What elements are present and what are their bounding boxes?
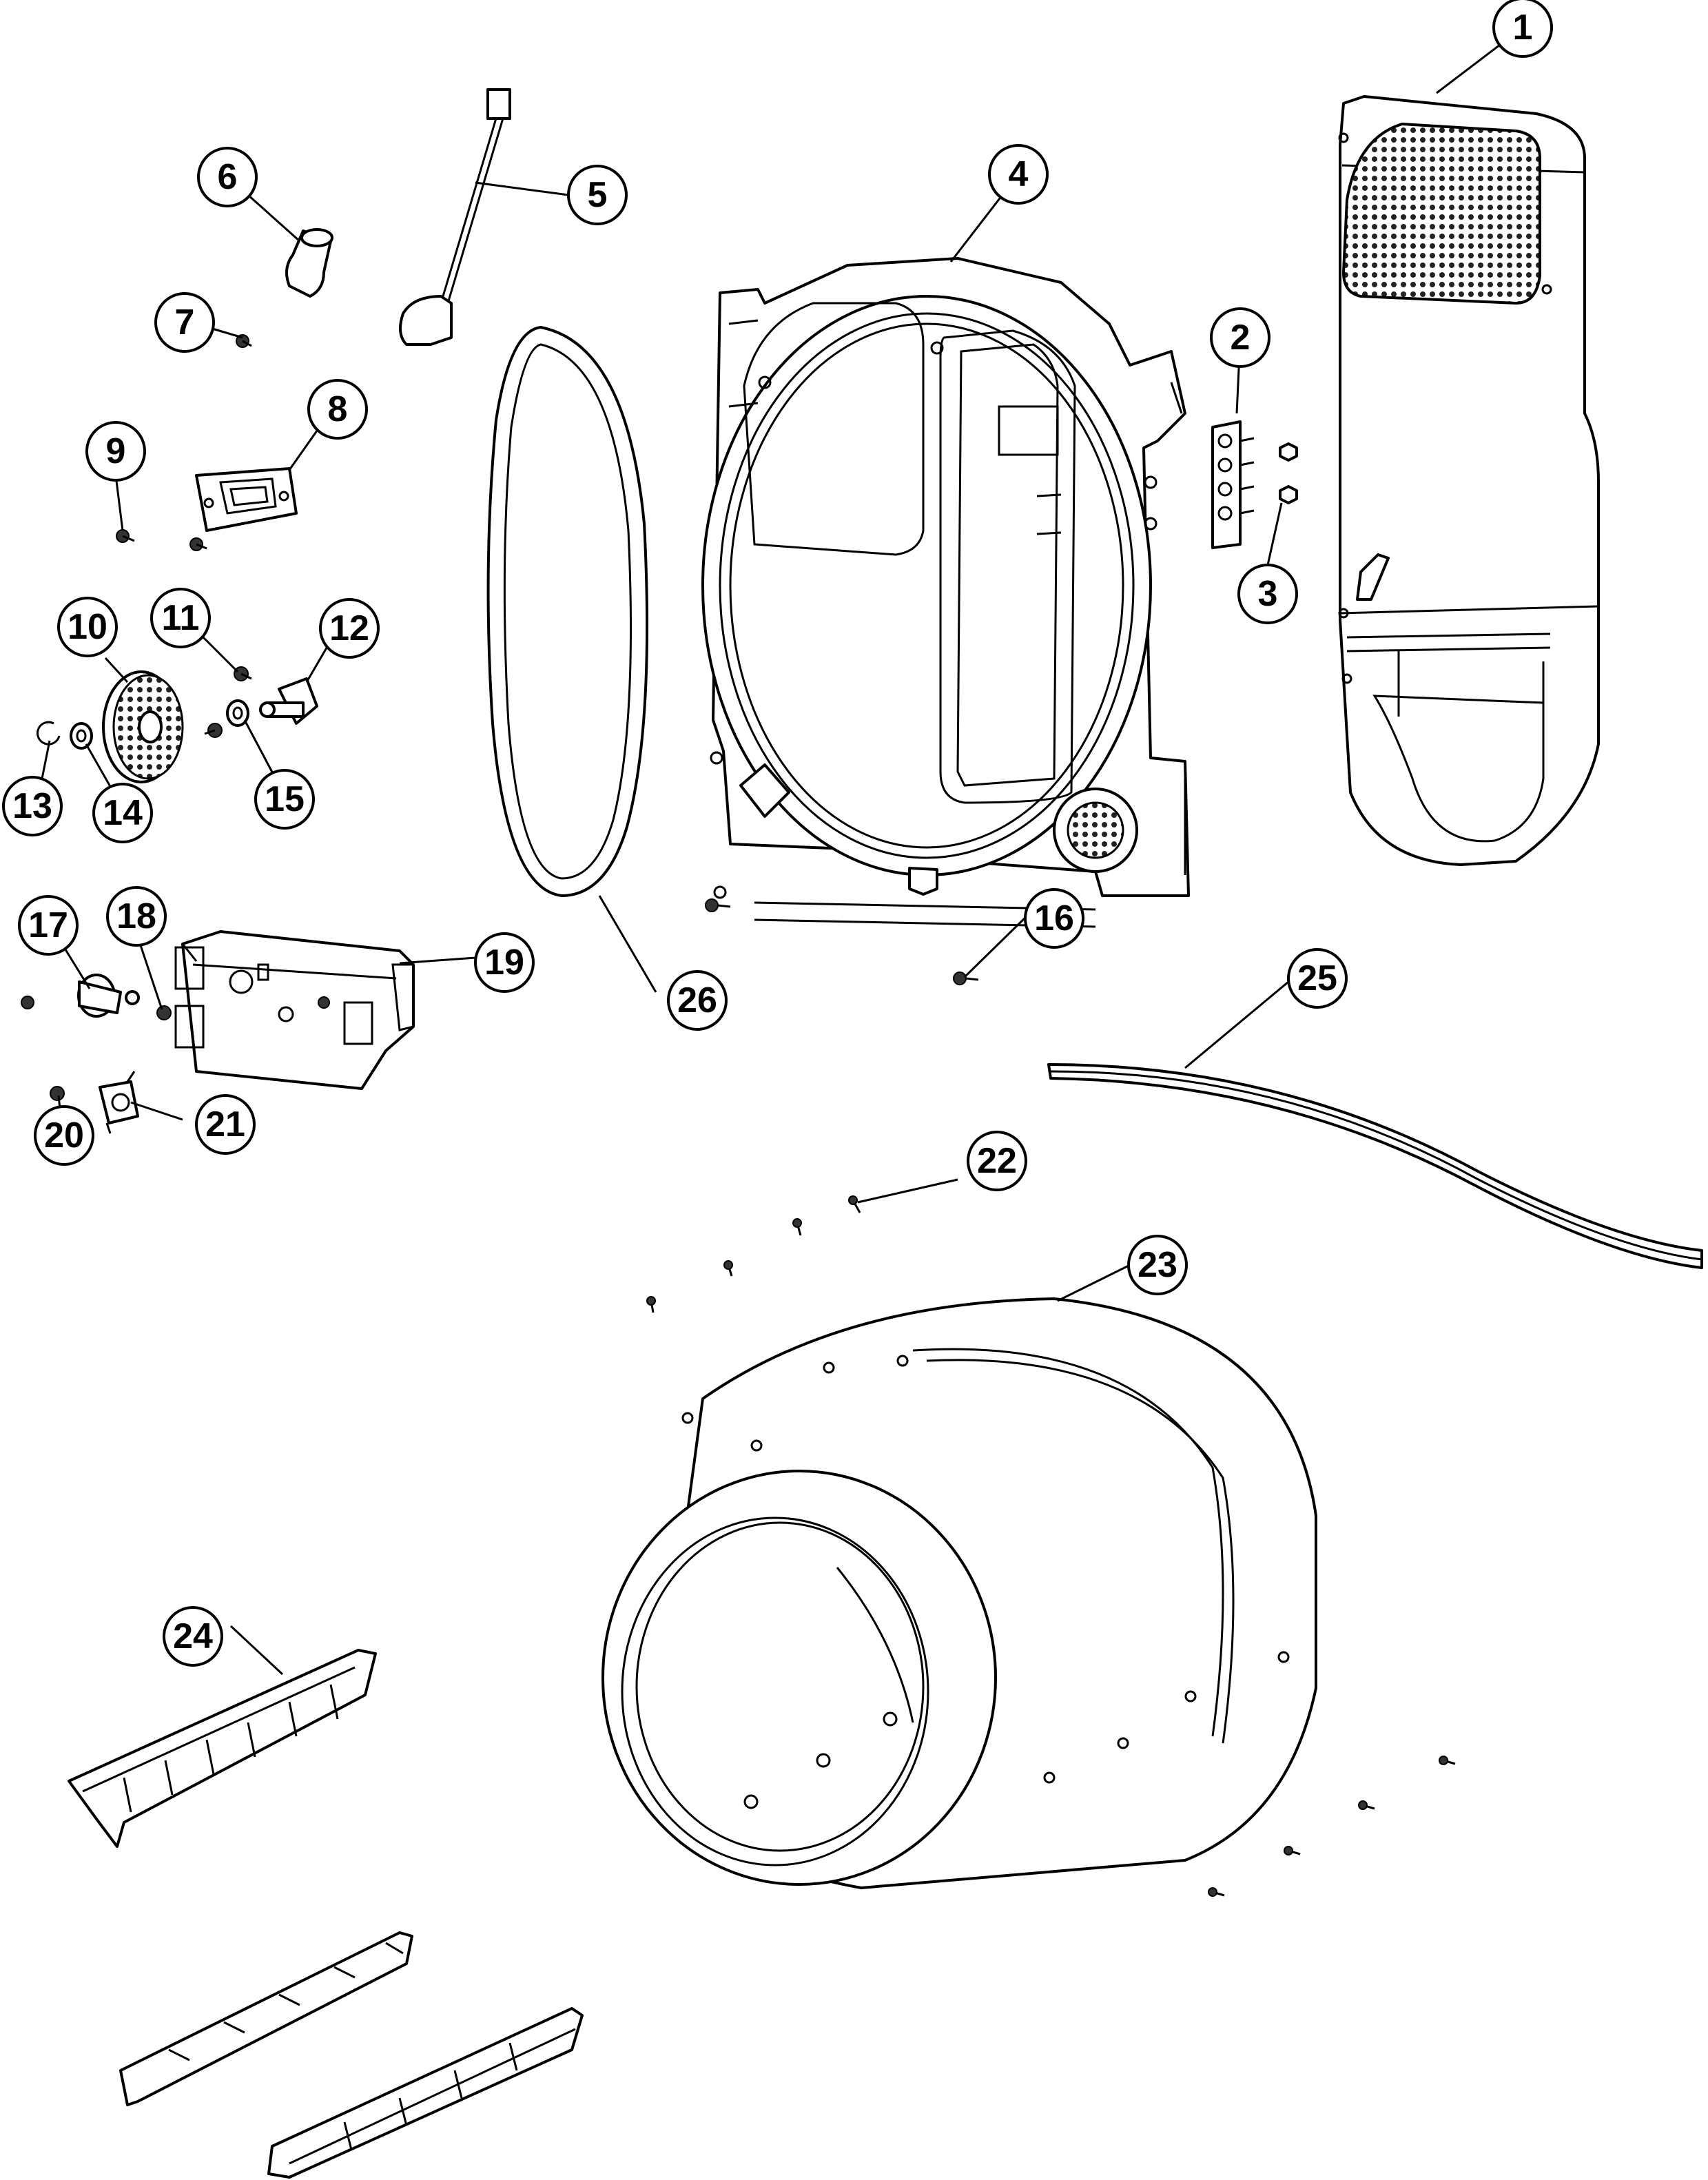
part-14-washer [70,722,93,750]
callout-label: 21 [205,1104,245,1144]
callout-5: 5 [567,165,628,225]
callout-label: 25 [1297,958,1337,998]
part-7-screw [236,334,252,348]
part-1-rear-duct [1338,95,1600,866]
callout-label: 20 [44,1115,84,1155]
callout-16: 16 [1024,888,1084,949]
part-18-screw [156,1005,172,1020]
part-4-front-bulkhead [701,257,1190,928]
callout-2: 2 [1210,307,1270,368]
part-24-drum-baffle-3 [267,2007,584,2179]
callout-11: 11 [150,588,211,648]
callout-26: 26 [667,970,728,1031]
callout-label: 6 [218,157,238,197]
part-3-nuts [1279,442,1298,504]
callout-label: 14 [103,793,143,833]
callout-label: 23 [1138,1245,1177,1285]
part-21-thermal-fuse [99,1071,139,1134]
part-2-terminal-block [1211,420,1255,549]
callout-3: 3 [1237,564,1298,624]
callout-label: 1 [1513,8,1533,48]
callout-label: 5 [588,175,608,215]
part-9-screw [116,529,207,551]
callout-21: 21 [195,1094,256,1155]
callout-14: 14 [92,783,153,843]
callout-12: 12 [319,598,380,659]
callout-18: 18 [106,886,167,947]
callout-1: 1 [1492,0,1553,58]
part-17-thermostat [21,974,140,1018]
callout-label: 22 [977,1141,1017,1181]
part-13-retaining-clip [36,721,61,745]
callout-label: 13 [12,786,52,826]
callout-6: 6 [197,147,258,207]
callout-15: 15 [254,769,315,830]
callout-label: 11 [162,598,200,638]
callout-22: 22 [967,1131,1027,1191]
part-16-screw [705,898,979,985]
part-8-lamp-bracket [195,467,298,532]
part-15-washer [226,699,249,727]
callout-label: 19 [484,943,524,983]
callout-13: 13 [2,776,63,836]
callout-label: 9 [106,431,126,471]
callout-19: 19 [474,932,535,993]
callout-10: 10 [57,597,118,657]
callout-label: 26 [677,980,717,1020]
callout-25: 25 [1287,948,1348,1009]
callout-label: 7 [175,302,195,342]
callout-24: 24 [163,1606,223,1667]
callout-23: 23 [1127,1235,1188,1295]
part-12-roller-shaft [259,677,318,725]
callout-label: 15 [265,779,305,819]
part-10-drum-roller [102,670,184,783]
part-6-lamp-bulb [285,228,333,298]
part-26-front-seal [486,326,649,897]
callout-label: 16 [1034,898,1074,938]
callout-9: 9 [85,421,146,482]
part-11-screw [204,666,252,738]
part-20-screw [50,1086,65,1101]
part-22-screw-lower [1208,1756,1456,1897]
callout-17: 17 [18,895,79,956]
callout-label: 17 [28,905,68,945]
part-5-wire-harness [399,88,511,346]
part-19-heater-bracket [174,930,415,1090]
callout-4: 4 [988,144,1049,205]
callout-label: 24 [173,1616,213,1656]
callout-label: 4 [1009,154,1029,194]
callout-label: 2 [1231,318,1251,358]
callout-label: 12 [329,608,369,648]
callout-label: 8 [328,389,348,429]
callout-label: 3 [1258,574,1278,614]
part-22-screw [646,1195,861,1313]
callout-label: 18 [116,896,156,936]
callout-7: 7 [154,292,215,353]
callout-20: 20 [34,1105,94,1166]
part-24-drum-baffle-2 [119,1931,413,2106]
part-24-drum-baffle [68,1649,377,1848]
part-23-drum [601,1297,1317,1889]
callout-8: 8 [307,379,368,440]
callout-label: 10 [68,607,107,647]
part-25-felt-seal [1047,1063,1703,1269]
